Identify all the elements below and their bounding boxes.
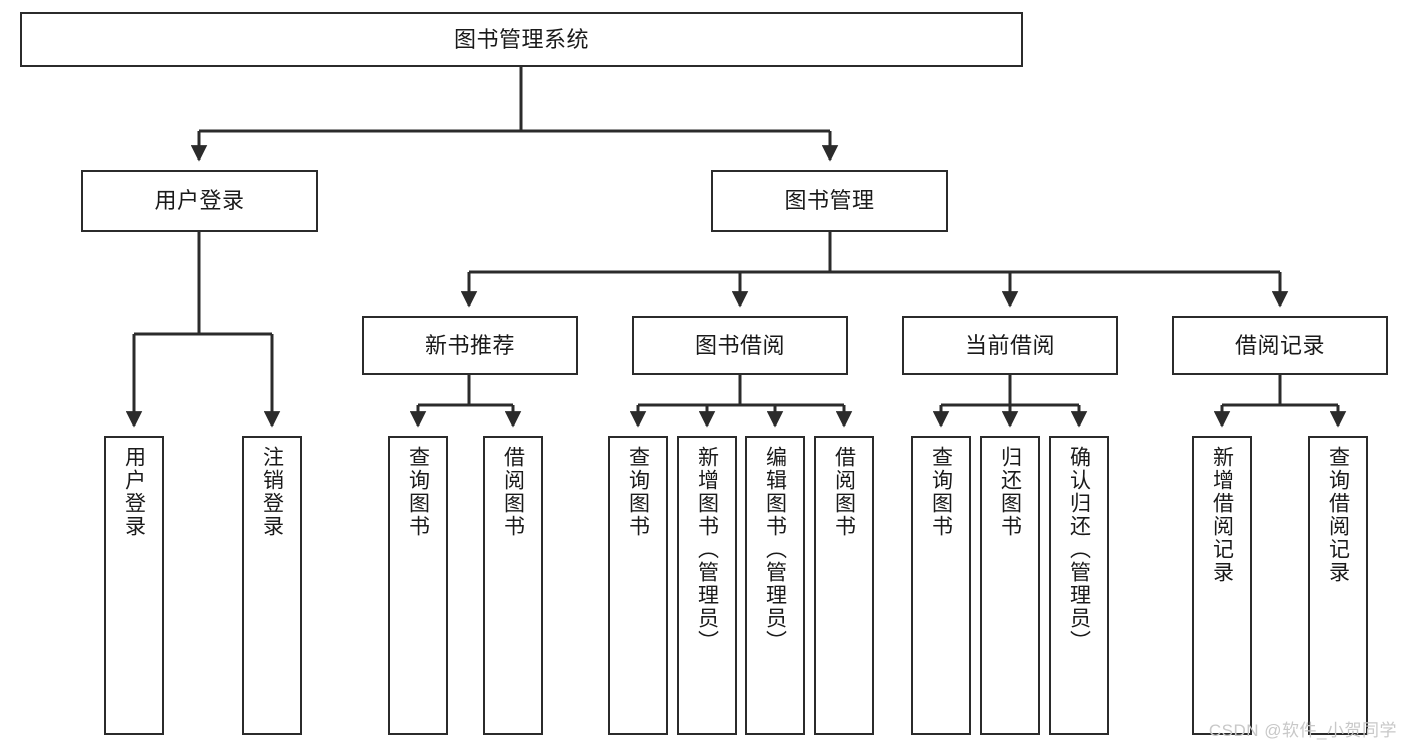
node-label: 新增借阅记录	[1210, 446, 1234, 584]
node-book-management[interactable]: 图书管理	[711, 170, 948, 232]
leaf-borrow-add-book[interactable]: 新增图书（管理员）	[677, 436, 737, 735]
node-label: 确认归还（管理员）	[1067, 446, 1091, 653]
node-label: 新增图书（管理员）	[695, 446, 719, 653]
node-label: 借阅图书	[501, 446, 525, 538]
leaf-current-return-book[interactable]: 归还图书	[980, 436, 1040, 735]
node-current-borrow[interactable]: 当前借阅	[902, 316, 1118, 375]
node-label: 用户登录	[122, 446, 146, 538]
node-label: 查询图书	[626, 446, 650, 538]
leaf-user-logout[interactable]: 注销登录	[242, 436, 302, 735]
node-label: 图书管理系统	[453, 26, 589, 52]
csdn-watermark: CSDN @软件_小贺同学	[1208, 721, 1397, 740]
leaf-record-query[interactable]: 查询借阅记录	[1308, 436, 1368, 735]
node-book-borrow[interactable]: 图书借阅	[632, 316, 848, 375]
node-label: 借阅图书	[832, 446, 856, 538]
node-label: 查询图书	[929, 446, 953, 538]
node-label: 注销登录	[260, 446, 284, 538]
leaf-borrow-query-book[interactable]: 查询图书	[608, 436, 668, 735]
node-new-book-recommend[interactable]: 新书推荐	[362, 316, 578, 375]
leaf-borrow-borrow-book[interactable]: 借阅图书	[814, 436, 874, 735]
leaf-new-book-query[interactable]: 查询图书	[388, 436, 448, 735]
node-label: 图书借阅	[694, 332, 785, 358]
node-label: 查询借阅记录	[1326, 446, 1350, 584]
node-borrow-record[interactable]: 借阅记录	[1172, 316, 1388, 375]
leaf-user-login[interactable]: 用户登录	[104, 436, 164, 735]
node-label: 归还图书	[998, 446, 1022, 538]
node-label: 借阅记录	[1234, 332, 1325, 358]
node-root-system[interactable]: 图书管理系统	[20, 12, 1023, 67]
leaf-borrow-edit-book[interactable]: 编辑图书（管理员）	[745, 436, 805, 735]
leaf-record-add[interactable]: 新增借阅记录	[1192, 436, 1252, 735]
leaf-new-book-borrow[interactable]: 借阅图书	[483, 436, 543, 735]
node-label: 图书管理	[784, 188, 875, 214]
node-label: 编辑图书（管理员）	[763, 446, 787, 653]
node-label: 查询图书	[406, 446, 430, 538]
node-label: 当前借阅	[964, 332, 1055, 358]
node-label: 新书推荐	[424, 332, 515, 358]
leaf-current-confirm-return[interactable]: 确认归还（管理员）	[1049, 436, 1109, 735]
node-label: 用户登录	[154, 188, 245, 214]
leaf-current-query-book[interactable]: 查询图书	[911, 436, 971, 735]
node-user-login[interactable]: 用户登录	[81, 170, 318, 232]
